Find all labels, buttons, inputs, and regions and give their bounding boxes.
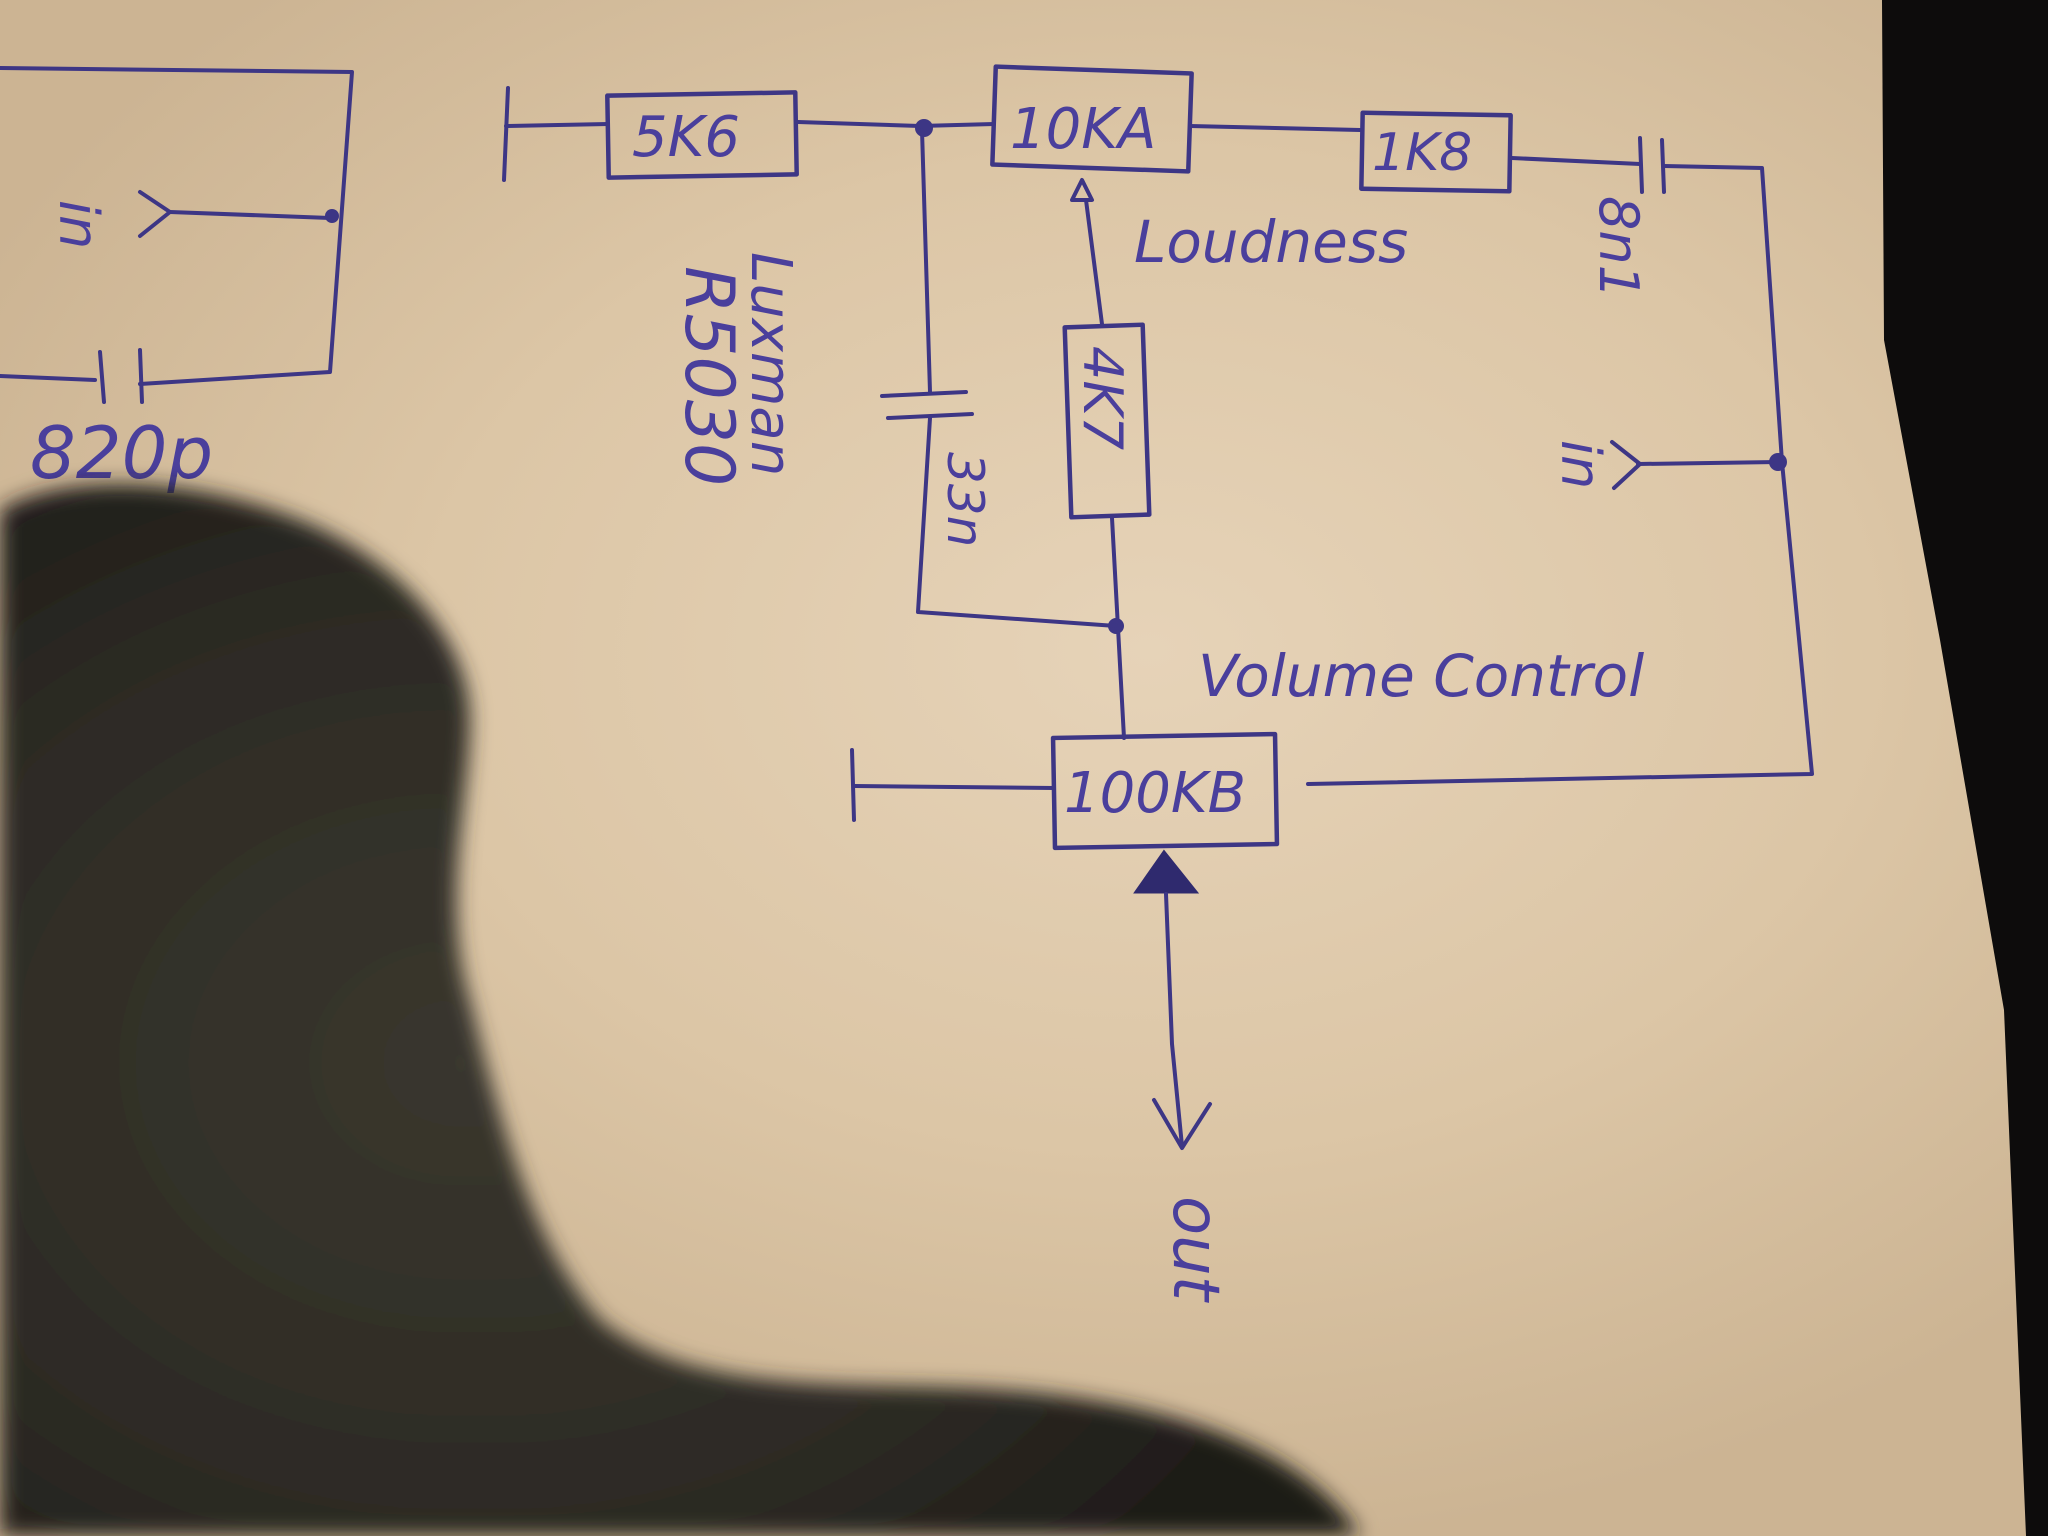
left-in-label: in bbox=[47, 200, 110, 249]
volume-wiper-arrow-icon bbox=[1133, 849, 1200, 894]
resistor-5k6-label: 5K6 bbox=[632, 105, 740, 170]
luxman-note-line1: Luxman bbox=[738, 252, 803, 476]
resistor-5k6 bbox=[605, 90, 799, 180]
right-input: in bbox=[1549, 440, 1787, 490]
loudness-branch: 4K7 Loudness bbox=[1062, 178, 1408, 740]
pot-10ka bbox=[990, 64, 1194, 174]
out-label: out bbox=[1158, 1196, 1232, 1304]
c-820p-label: 820p bbox=[30, 411, 213, 495]
resistor-1k8-label: 1K8 bbox=[1372, 123, 1472, 183]
pot-10ka-label: 10KA bbox=[1010, 97, 1156, 162]
resistor-1k8 bbox=[1359, 110, 1513, 194]
capacitor-33n-branch: 33n Luxman R5030 bbox=[669, 128, 1118, 628]
volume-control-label: Volume Control bbox=[1198, 642, 1644, 710]
right-in-label: in bbox=[1549, 440, 1612, 489]
c-8n1-label: 8n1 bbox=[1587, 196, 1650, 299]
right-input-arrow-icon bbox=[1610, 440, 1642, 490]
left-partial-circuit: in 820p bbox=[0, 66, 354, 495]
resistor-4k7-label: 4K7 bbox=[1071, 346, 1134, 450]
loudness-label: Loudness bbox=[1134, 208, 1408, 276]
volume-control: Volume Control 100KB out bbox=[850, 642, 1644, 1304]
left-input-arrow-icon bbox=[138, 190, 172, 238]
c-33n-label: 33n bbox=[936, 452, 994, 547]
pot-100kb-label: 100KB bbox=[1064, 761, 1246, 826]
wiper-arrow-icon bbox=[1070, 178, 1094, 202]
top-chain: 5K6 10KA 1K8 8n1 bbox=[502, 64, 1814, 786]
luxman-note-line2: R5030 bbox=[669, 266, 748, 486]
